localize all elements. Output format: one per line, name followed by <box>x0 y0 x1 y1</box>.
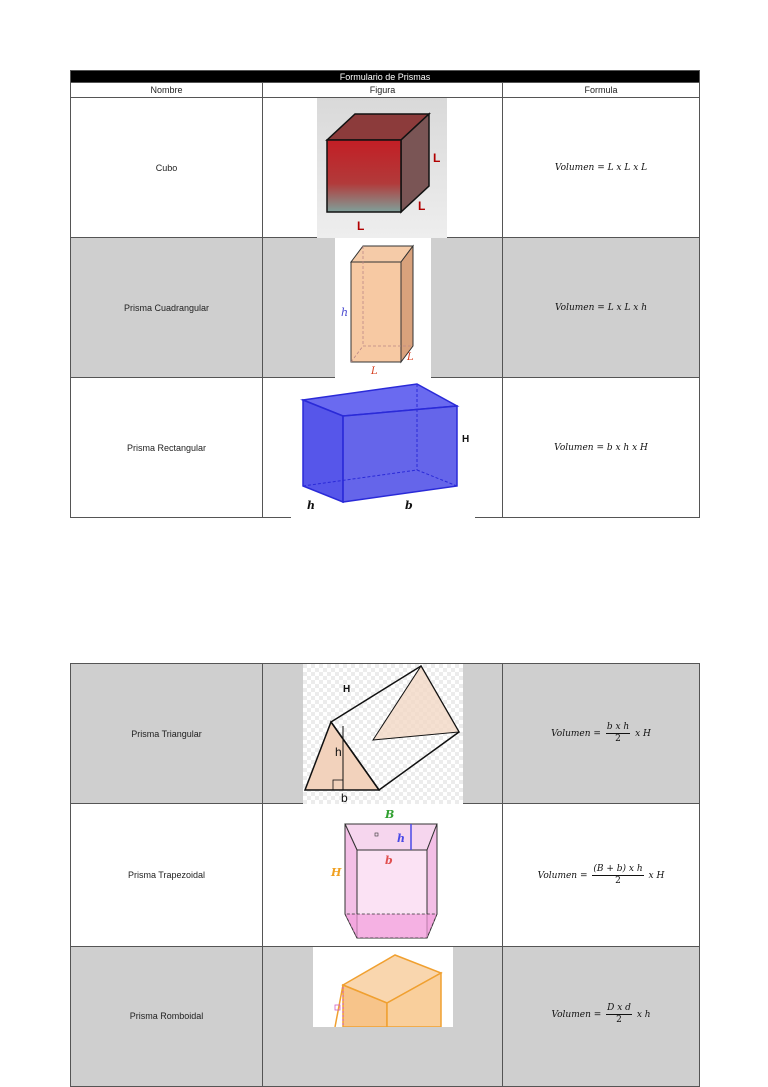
formula-cell: Volumen = L x L x h <box>501 237 701 378</box>
figure-cell <box>262 946 503 1087</box>
figure-cell: h L L <box>262 237 503 378</box>
row-name: Cubo <box>70 97 263 238</box>
square-prism-figure: h L L <box>335 238 431 378</box>
formula-denominator: 2 <box>615 875 621 886</box>
square-prism-label-h: h <box>341 306 348 319</box>
cube-label-bottom: L <box>357 219 364 233</box>
formula-rest: x h <box>636 1010 651 1020</box>
prism-table-bottom: Prisma Triangular H h b V <box>70 663 700 1087</box>
table-row: Prisma Rectangular H h b Volumen = b x h… <box>70 377 701 518</box>
rect-prism-label-h: h <box>307 499 315 512</box>
formula-rest: x H <box>635 729 651 739</box>
table-title: Formulario de Prismas <box>69 70 701 83</box>
trap-label-B: B <box>384 808 394 821</box>
header-figura: Figura <box>262 82 503 98</box>
rect-prism-label-H: H <box>462 434 469 445</box>
prism-table-top: Formulario de Prismas Nombre Figura Form… <box>69 70 701 518</box>
table-row: Prisma Triangular H h b V <box>70 663 700 804</box>
figure-cell: H h b <box>262 663 503 804</box>
table-row: Cubo L L L Volume <box>70 97 701 238</box>
formula-lhs: Volumen <box>554 163 595 173</box>
formula-rhs: L x L x L <box>607 163 648 173</box>
cube-label-right: L <box>433 151 440 165</box>
row-name: Prisma Cuadrangular <box>70 237 263 378</box>
rect-prism-label-b: b <box>405 499 413 512</box>
formula-lhs: Volumen <box>554 303 595 313</box>
trap-label-h: h <box>397 832 405 845</box>
rect-prism-figure: H h b <box>291 378 475 518</box>
tri-prism-label-b: b <box>341 791 348 804</box>
formula-numerator: b x h <box>605 722 631 734</box>
formula-rest: x H <box>648 870 665 881</box>
formula-rhs: b x h x H <box>606 443 648 453</box>
formula-lhs: Volumen <box>551 729 591 739</box>
row-name: Prisma Romboidal <box>70 946 263 1087</box>
formula-numerator: (B + b) x h <box>592 863 644 876</box>
table-row: Prisma Trapezoidal B h H b Volumen = (B … <box>70 803 700 947</box>
formula-lhs: Volumen <box>537 870 578 881</box>
square-prism-label-side: L <box>406 352 414 363</box>
cube-label-depth: L <box>418 199 425 213</box>
trap-label-b: b <box>385 854 393 867</box>
cube-figure: L L L <box>317 98 447 238</box>
figure-cell: B h H b <box>262 803 503 947</box>
header-formula: Formula <box>501 82 701 98</box>
triangular-prism-figure: H h b <box>303 664 463 804</box>
formula-denominator: 2 <box>616 1015 622 1025</box>
formula-rhs: L x L x h <box>607 303 648 313</box>
formula-lhs: Volumen <box>551 1010 591 1020</box>
table-row: Prisma Cuadrangular h L L Volumen = L x … <box>70 237 701 378</box>
trapezoidal-prism-figure: B h H b <box>327 806 443 946</box>
tri-prism-label-H: H <box>343 684 350 695</box>
figure-cell: L L L <box>262 97 503 238</box>
formula-denominator: 2 <box>615 734 621 744</box>
trap-label-H: H <box>330 866 342 879</box>
header-nombre: Nombre <box>70 82 263 98</box>
tri-prism-label-h: h <box>335 745 342 759</box>
square-prism-label-bottom: L <box>370 366 378 377</box>
row-name: Prisma Rectangular <box>70 377 263 518</box>
formula-numerator: D x d <box>606 1003 632 1015</box>
figure-cell: H h b <box>262 377 503 518</box>
formula-lhs: Volumen <box>554 443 594 453</box>
row-name: Prisma Trapezoidal <box>70 803 263 947</box>
formula-cell: Volumen = L x L x L <box>501 97 701 238</box>
formula-cell: Volumen = b x h x H <box>501 377 701 518</box>
rhomboid-prism-figure <box>313 947 453 1027</box>
row-name: Prisma Triangular <box>70 663 263 804</box>
